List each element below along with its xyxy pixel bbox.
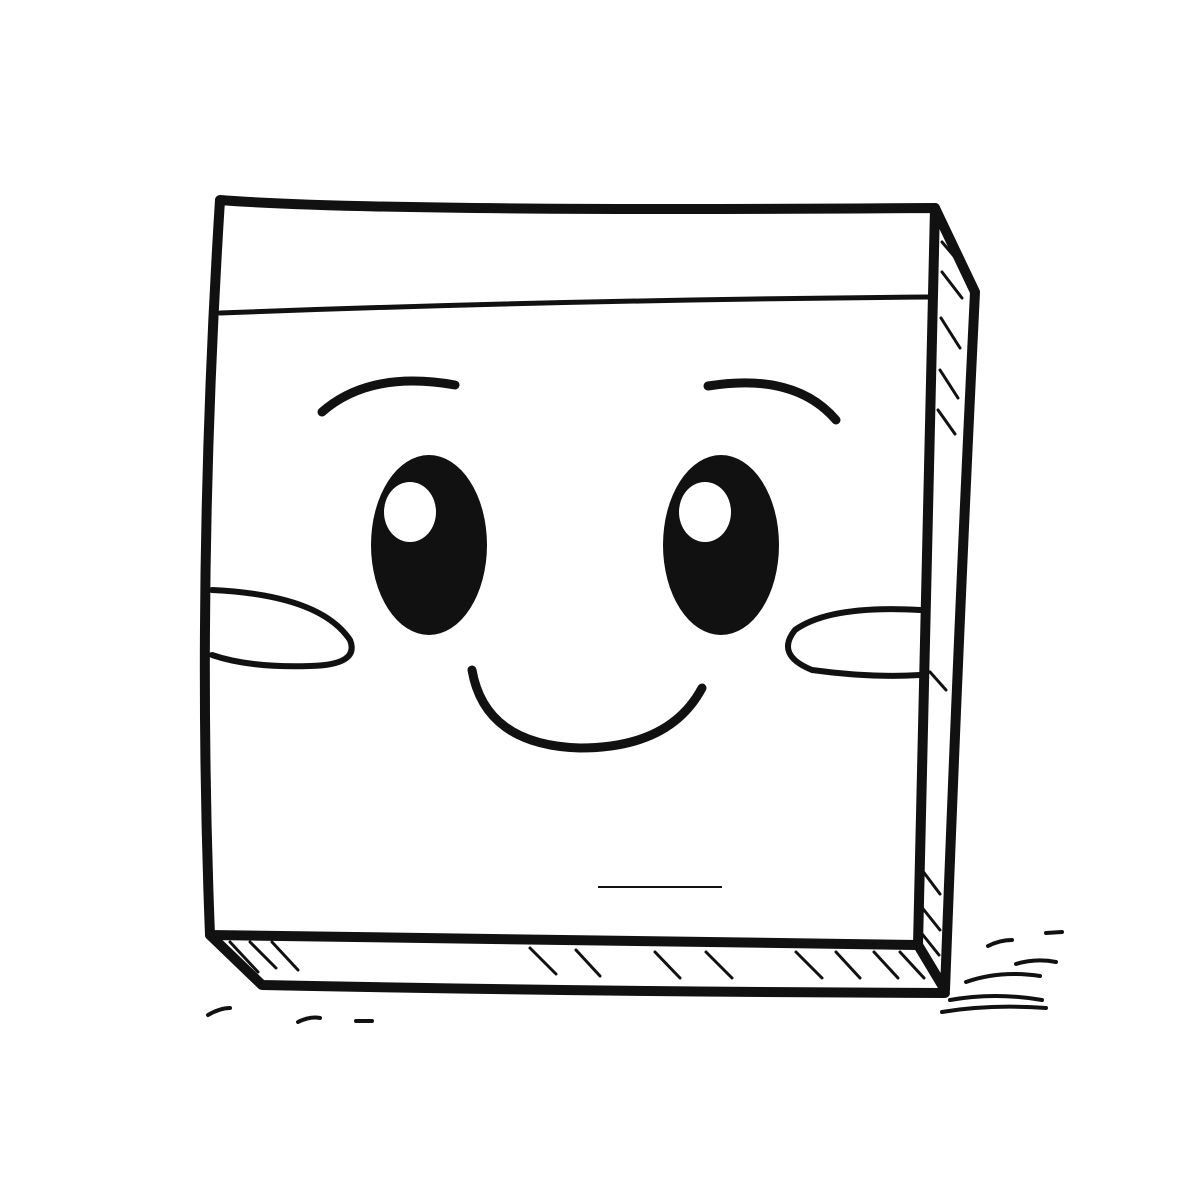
left-cheek (209, 587, 355, 670)
right-eye-highlight (679, 482, 731, 542)
right-eye (663, 455, 779, 635)
left-eye-highlight (384, 482, 436, 542)
box-base (205, 930, 950, 998)
smile (467, 665, 707, 753)
base-hatching (228, 940, 926, 980)
box-right-side (913, 203, 980, 995)
ground-strokes (206, 930, 1064, 1024)
side-hatching (917, 240, 966, 957)
right-cheek (785, 606, 923, 679)
line-art (199, 195, 1064, 1024)
left-eyebrow (317, 376, 460, 417)
box-lid-line (217, 294, 933, 316)
right-eyebrow (703, 378, 841, 425)
left-eye (371, 455, 487, 635)
